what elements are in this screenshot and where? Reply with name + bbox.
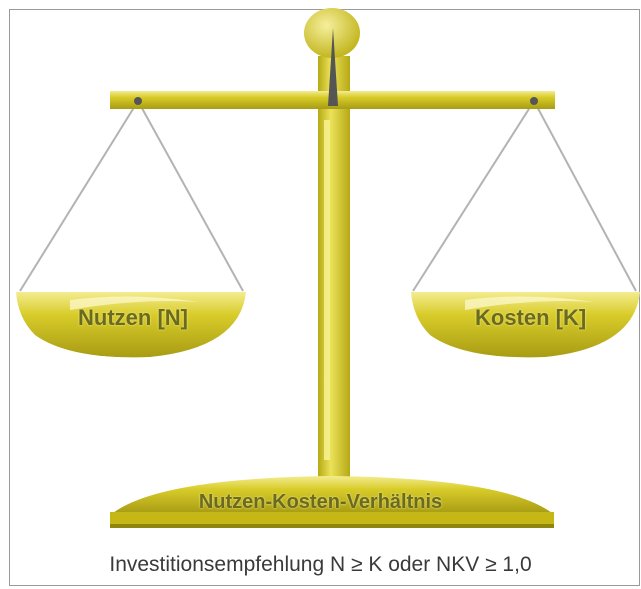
pointer-needle: [328, 28, 338, 106]
pillar-highlight: [324, 120, 330, 460]
right-pivot: [530, 97, 538, 105]
top-knob: [304, 8, 360, 58]
right-pan-shine: [465, 296, 595, 310]
left-pan-shine: [70, 296, 200, 310]
caption: Investitionsempfehlung N ≥ K oder NKV ≥ …: [109, 553, 532, 576]
left-pan-label: Nutzen [N]: [78, 305, 188, 330]
left-pivot: [134, 97, 142, 105]
base-dome: [113, 476, 552, 513]
base-plinth-shadow: [110, 524, 554, 528]
ropes: [19, 100, 637, 292]
right-pan-label: Kosten [K]: [475, 305, 587, 330]
base-label: Nutzen-Kosten-Verhältnis: [198, 491, 443, 513]
center-pillar: [318, 56, 350, 492]
